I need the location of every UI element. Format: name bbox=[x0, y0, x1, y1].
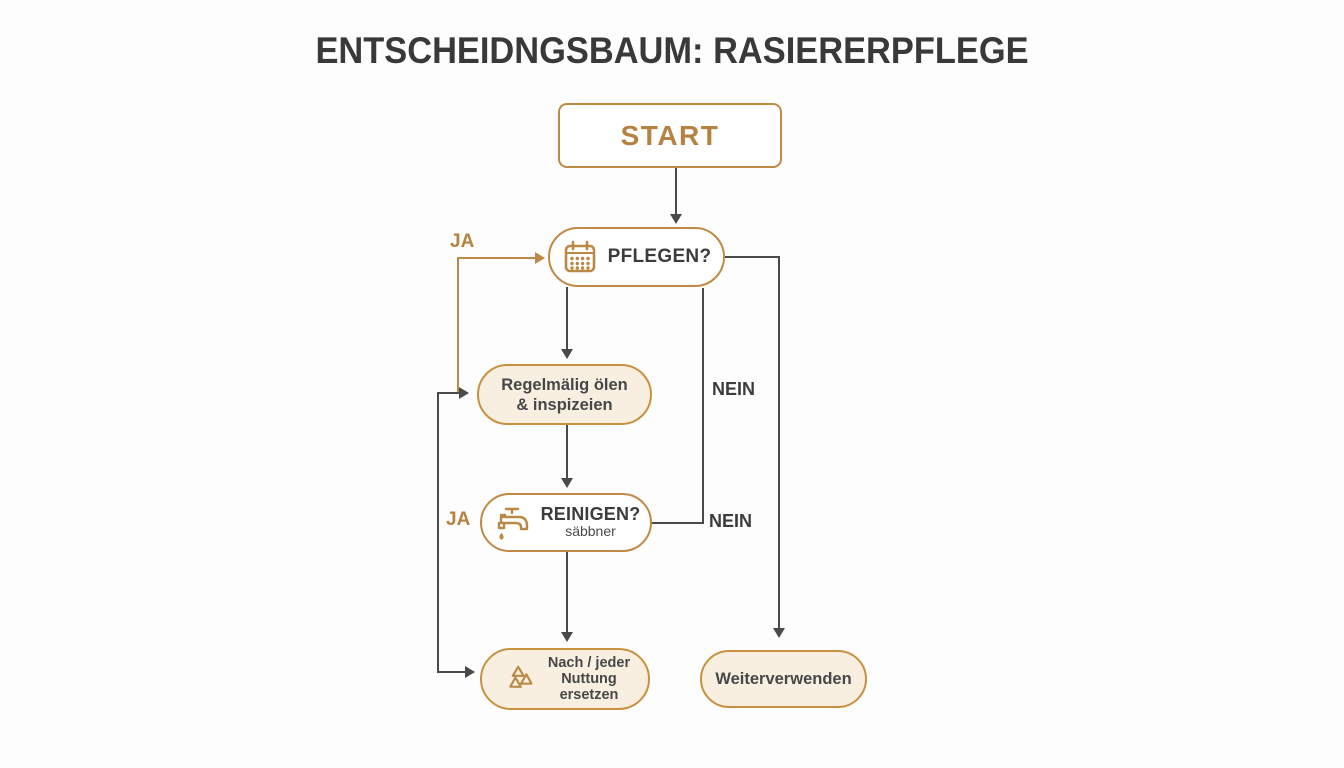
node-start: START bbox=[558, 103, 782, 168]
node-weiterverwenden: Weiterverwenden bbox=[700, 650, 867, 708]
node-reinigen: REINIGEN? säbbner bbox=[480, 493, 652, 552]
connector-ja-pflegen-h bbox=[457, 257, 537, 259]
connector-ja-loop-top-h bbox=[437, 392, 461, 394]
arrowhead-nein-weiter bbox=[773, 628, 785, 638]
connector-ja-loop-bottom-h bbox=[437, 671, 467, 673]
connector-pflegen-oil bbox=[566, 287, 568, 351]
arrowhead-pflegen-oil bbox=[561, 349, 573, 359]
connector-pflegen-nein-v bbox=[778, 256, 780, 630]
oil-line1: Regelmälig ölen bbox=[501, 375, 628, 394]
arrowhead-start-pflegen bbox=[670, 214, 682, 224]
arrowhead-ja-pflegen bbox=[535, 252, 545, 264]
calendar-icon bbox=[562, 239, 598, 275]
connector-pflegen-nein-h bbox=[725, 256, 780, 258]
connector-oil-reinigen bbox=[566, 425, 568, 480]
edge-label-nein-reinigen: NEIN bbox=[709, 511, 753, 531]
connector-ja-loop-v bbox=[437, 392, 439, 673]
ersetzen-line2: Nuttung bbox=[561, 671, 617, 687]
connector-reinigen-nein-v bbox=[702, 288, 704, 524]
edge-label-ja-reinigen: JA bbox=[446, 509, 471, 530]
ersetzen-line1: Nach / jeder bbox=[547, 655, 631, 671]
connector-start-pflegen bbox=[675, 168, 677, 216]
diagram-title: ENTSCHEIDNGSBAUM: RASIERERPFLEGE bbox=[315, 30, 1029, 71]
node-ersetzen: Nach / jeder Nuttung ersetzen bbox=[480, 648, 650, 710]
node-oil-inspect: Regelmälig ölen & inspizeien bbox=[477, 364, 652, 425]
edge-label-nein-pflegen: NEIN bbox=[712, 379, 756, 399]
edge-label-ja-pflegen: JA bbox=[450, 231, 475, 252]
node-pflegen: PFLEGEN? bbox=[548, 227, 725, 287]
recycle-icon bbox=[500, 659, 540, 699]
ersetzen-line3: ersetzen bbox=[559, 687, 619, 703]
pflegen-label: PFLEGEN? bbox=[607, 246, 712, 267]
weiter-label: Weiterverwenden bbox=[715, 669, 852, 688]
reinigen-label: REINIGEN? bbox=[540, 503, 641, 524]
arrowhead-loop-oil bbox=[459, 387, 469, 399]
connector-ja-pflegen-v bbox=[457, 257, 459, 392]
reinigen-sublabel: säbbner bbox=[565, 522, 616, 539]
arrowhead-loop-ersetzen bbox=[465, 666, 475, 678]
arrowhead-oil-reinigen bbox=[561, 478, 573, 488]
connector-reinigen-nein-h bbox=[652, 522, 704, 524]
oil-line2: & inspizeien bbox=[516, 395, 613, 414]
connector-reinigen-ersetzen bbox=[566, 552, 568, 634]
arrowhead-reinigen-ersetzen bbox=[561, 632, 573, 642]
faucet-icon bbox=[492, 504, 532, 542]
start-label: START bbox=[620, 119, 720, 151]
